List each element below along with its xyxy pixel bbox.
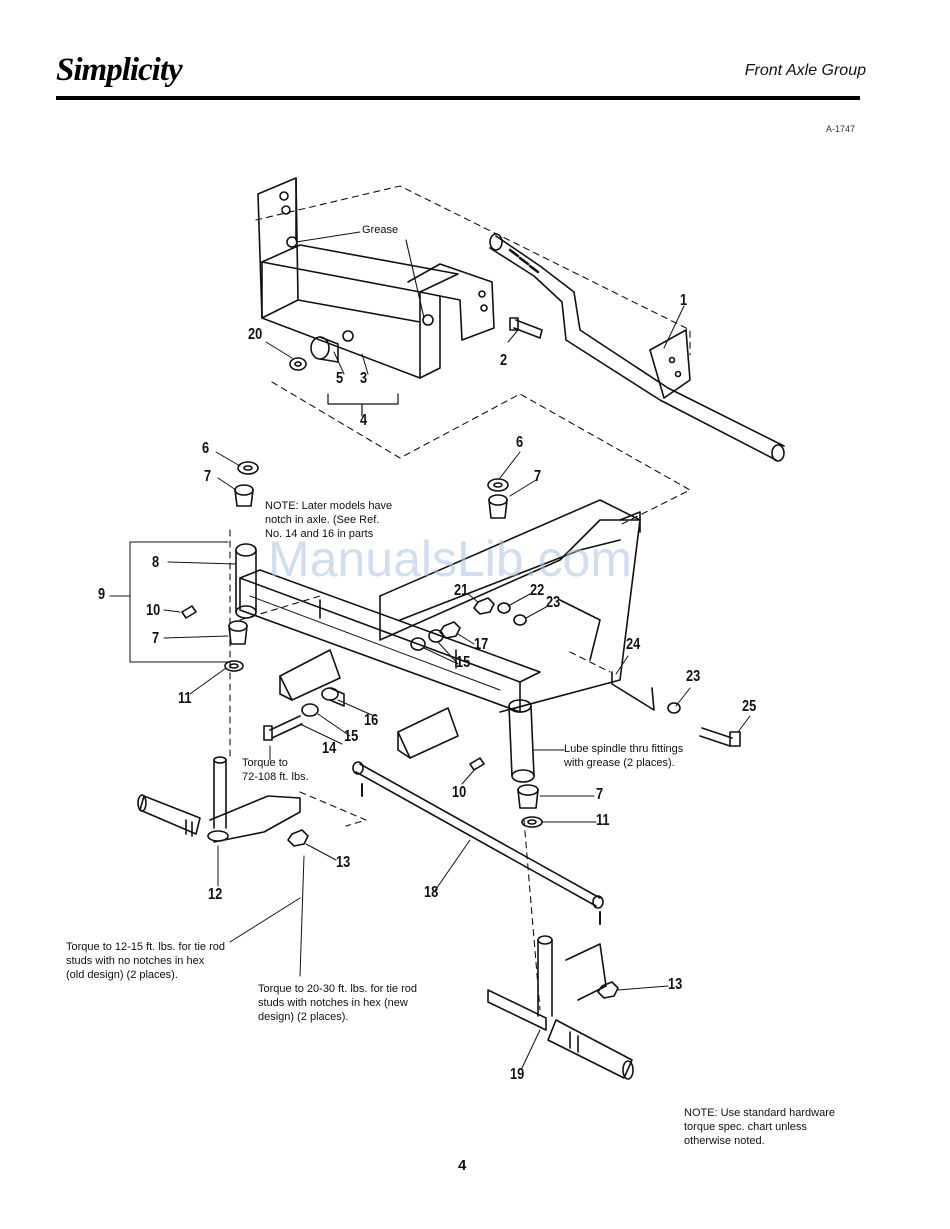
washer-part-11-left bbox=[224, 660, 244, 672]
washer-part-23-top bbox=[513, 614, 527, 626]
callout-17: 17 bbox=[474, 636, 489, 653]
callout-leaders bbox=[109, 305, 751, 1069]
bolt-part-14 bbox=[263, 715, 303, 741]
brand-logo: Simplicity bbox=[56, 52, 183, 88]
spindle-left-part-12 bbox=[137, 756, 301, 843]
callout-7-right-bottom: 7 bbox=[596, 786, 604, 803]
torque-20-30-note: Torque to 20-30 ft. lbs. for tie rod stu… bbox=[258, 983, 417, 1023]
callout-7-right-top: 7 bbox=[534, 468, 542, 485]
callout-10-right: 10 bbox=[452, 784, 467, 801]
callout-8: 8 bbox=[152, 554, 160, 571]
grease-leaders bbox=[295, 231, 425, 319]
callout-7-left-bottom: 7 bbox=[152, 630, 160, 647]
bushing-part-7-right-top bbox=[488, 494, 508, 519]
rod-part-24 bbox=[611, 671, 655, 711]
bushing-part-7-right-bottom bbox=[517, 784, 539, 809]
watermark: ManualsLib.com bbox=[268, 531, 633, 587]
spindle-tube-right-part-8 bbox=[508, 699, 535, 783]
callout-11-left: 11 bbox=[178, 690, 192, 707]
callout-20: 20 bbox=[248, 326, 263, 343]
callout-3: 3 bbox=[360, 370, 368, 387]
callout-25: 25 bbox=[742, 698, 757, 715]
washer-part-23-bottom bbox=[667, 702, 681, 714]
callout-10-left: 10 bbox=[146, 602, 161, 619]
spindle-right-part-19 bbox=[487, 935, 634, 1080]
callout-4: 4 bbox=[360, 412, 368, 429]
callout-15-top: 15 bbox=[456, 654, 471, 671]
callout-14: 14 bbox=[322, 740, 337, 757]
section-title: Front Axle Group bbox=[744, 62, 866, 79]
callout-9: 9 bbox=[98, 586, 106, 603]
torque-72-108-note: Torque to 72-108 ft. lbs. bbox=[242, 757, 309, 783]
frame-bracket-part-3 bbox=[257, 177, 495, 379]
bolt-part-25 bbox=[699, 727, 741, 747]
callout-21: 21 bbox=[454, 582, 469, 599]
callout-16: 16 bbox=[364, 712, 379, 729]
callout-2: 2 bbox=[500, 352, 508, 369]
grease-fitting-part-10-right bbox=[469, 757, 485, 771]
nut-part-13-right bbox=[597, 981, 619, 999]
header-rule bbox=[56, 96, 860, 100]
callout-6-left: 6 bbox=[202, 440, 210, 457]
axle-support-frame bbox=[379, 499, 641, 713]
callout-13-right: 13 bbox=[668, 976, 683, 993]
standard-hardware-note: NOTE: Use standard hardware torque spec.… bbox=[684, 1107, 836, 1147]
callout-23-bottom: 23 bbox=[686, 668, 701, 685]
note-later-models: NOTE: Later models have notch in axle. (… bbox=[265, 500, 393, 540]
cap-part-6-left bbox=[237, 461, 259, 475]
callout-19: 19 bbox=[510, 1066, 525, 1083]
callout-18: 18 bbox=[424, 884, 439, 901]
callout-11-right: 11 bbox=[596, 812, 610, 829]
clevis-bracket-front bbox=[279, 649, 459, 759]
torque-12-15-note: Torque to 12-15 ft. lbs. for tie rod stu… bbox=[66, 941, 225, 981]
callout-13-left: 13 bbox=[336, 854, 351, 871]
callout-7-left-top: 7 bbox=[204, 468, 212, 485]
callout-12: 12 bbox=[208, 886, 223, 903]
callout-22: 22 bbox=[530, 582, 545, 599]
spindle-tube-left-part-8 bbox=[235, 543, 257, 619]
nut-part-13-left bbox=[287, 829, 309, 847]
callout-24: 24 bbox=[626, 636, 641, 653]
bolt-part-2 bbox=[509, 317, 543, 339]
page-number: 4 bbox=[458, 1157, 467, 1174]
callout-5: 5 bbox=[336, 370, 344, 387]
tie-rod-part-18 bbox=[352, 761, 604, 925]
grease-fitting-part-10-left bbox=[181, 605, 197, 619]
cap-part-6-right bbox=[487, 478, 509, 492]
washer-part-22 bbox=[497, 602, 511, 614]
washer-part-11-right bbox=[521, 816, 543, 828]
lube-spindle-note: Lube spindle thru fittings with grease (… bbox=[564, 743, 684, 769]
bushing-part-5 bbox=[310, 336, 339, 363]
nut-part-21 bbox=[473, 597, 495, 615]
grease-label: Grease bbox=[362, 224, 399, 236]
washer-part-15-a bbox=[410, 637, 426, 651]
figure-id: A-1747 bbox=[826, 124, 856, 134]
callout-6-right: 6 bbox=[516, 434, 524, 451]
callout-1: 1 bbox=[680, 292, 688, 309]
spacer-part-16 bbox=[321, 687, 345, 707]
washer-part-15-b bbox=[428, 629, 444, 643]
callout-15-middle: 15 bbox=[344, 728, 359, 745]
pivot-shaft-part-1 bbox=[489, 233, 785, 462]
bushing-part-7-left-top bbox=[234, 484, 254, 507]
washer-part-20 bbox=[289, 357, 307, 371]
washer-part-15-c bbox=[301, 703, 319, 717]
callout-23-top: 23 bbox=[546, 594, 561, 611]
bushing-part-7-left-bottom bbox=[228, 620, 248, 645]
